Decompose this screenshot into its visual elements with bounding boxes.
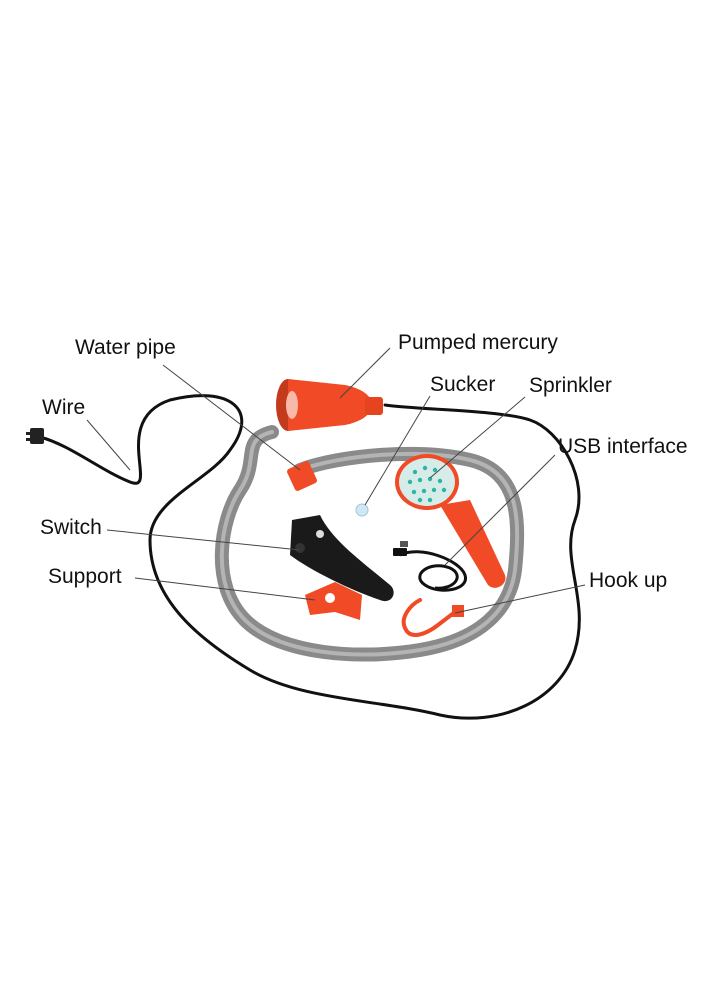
label-switch: Switch: [40, 516, 102, 539]
usb-cable-icon: [393, 541, 467, 592]
leader-lines: [86, 347, 586, 614]
sprinkler-icon: [395, 454, 506, 588]
label-usb-interface: USB interface: [558, 435, 688, 458]
sucker-icon: [355, 503, 369, 517]
label-support: Support: [48, 565, 122, 588]
pump-icon: [276, 379, 383, 431]
hose-connector-icon: [287, 461, 317, 491]
label-wire: Wire: [42, 396, 85, 419]
label-water-pipe: Water pipe: [75, 336, 176, 359]
hook-icon: [401, 598, 464, 637]
label-pumped-mercury: Pumped mercury: [398, 331, 558, 354]
label-hook-up: Hook up: [589, 569, 667, 592]
label-sucker: Sucker: [430, 373, 495, 396]
label-sprinkler: Sprinkler: [529, 374, 612, 397]
support-icon: [305, 582, 362, 620]
wire: [38, 394, 581, 720]
wire-plug-icon: [26, 428, 44, 444]
switch-icon: [290, 515, 394, 602]
